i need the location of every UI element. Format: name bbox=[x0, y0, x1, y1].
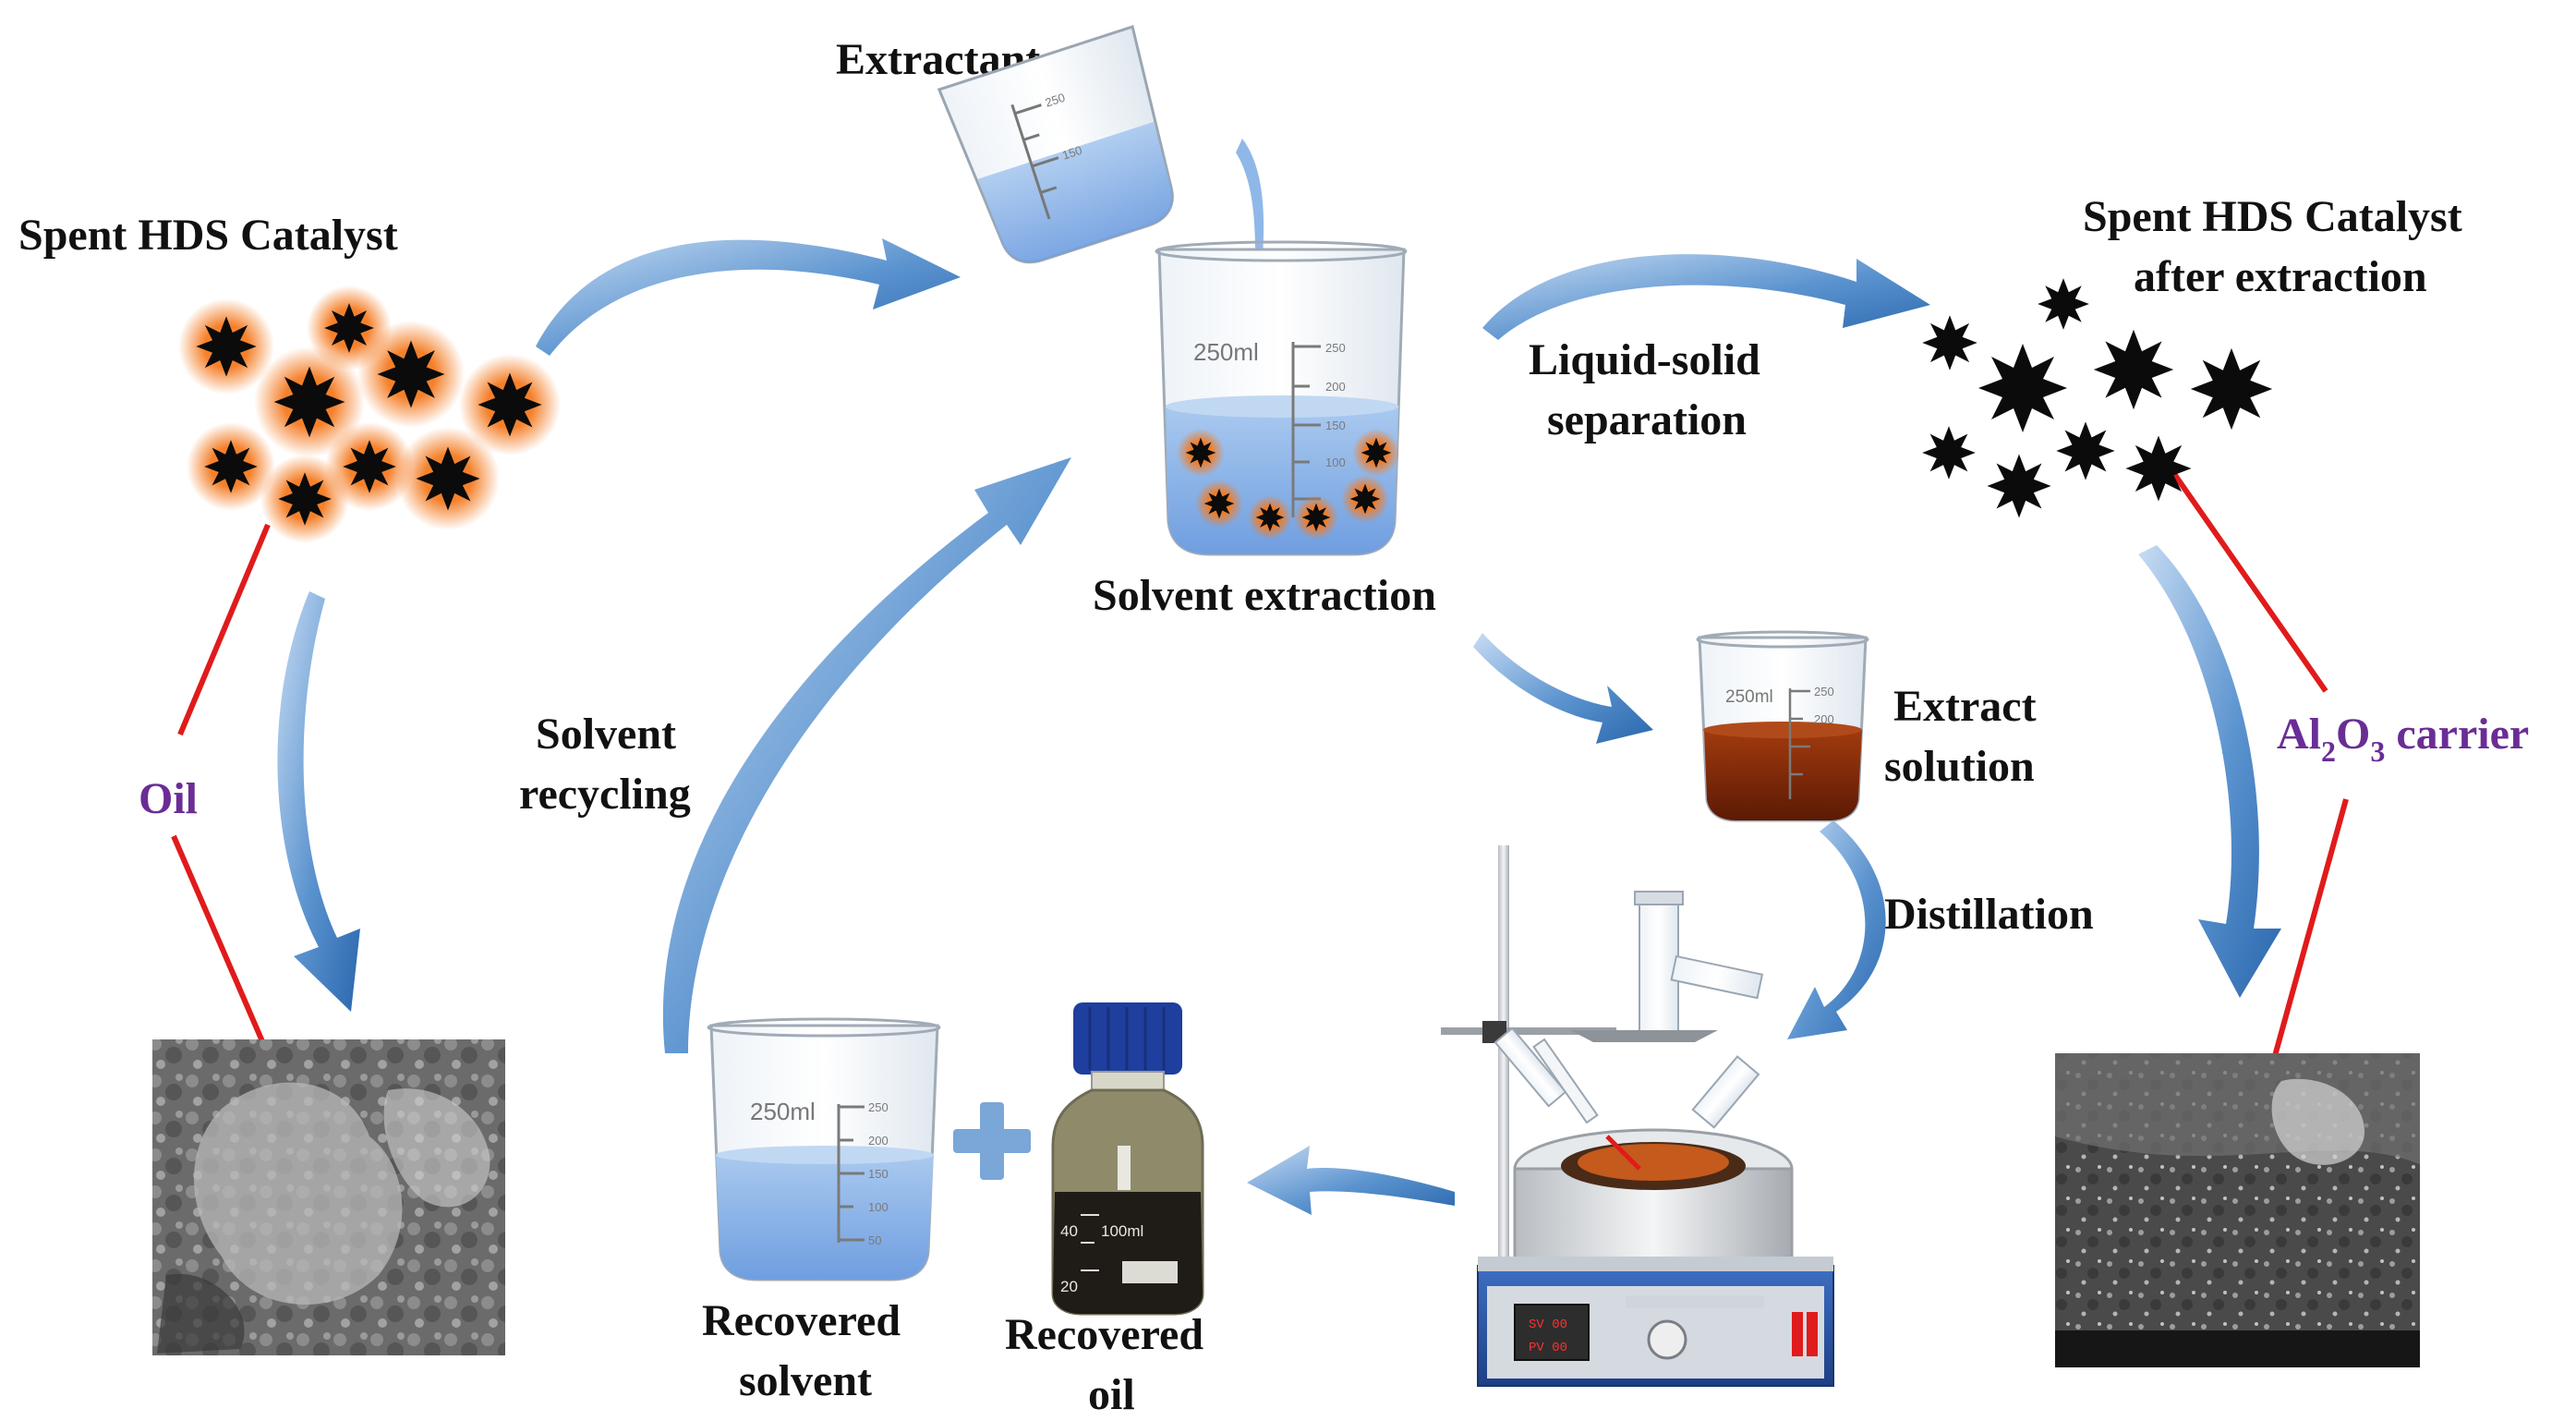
arrow-solvent-recycling bbox=[662, 457, 1071, 1053]
recovered-beaker-capacity: 250ml bbox=[750, 1098, 816, 1125]
arrow-liquid-solid-separation bbox=[1482, 254, 1930, 340]
sem-image-oil bbox=[152, 1039, 505, 1355]
arrow-catalyst-to-extraction bbox=[536, 238, 961, 356]
label-recovered-oil-1: Recovered bbox=[1005, 1310, 1203, 1359]
recovered-solvent-beaker: 250ml 250 200 150 100 50 bbox=[707, 1017, 941, 1281]
extractant-beaker-tick-mid: 150 bbox=[1060, 143, 1083, 163]
extractant-beaker-tick-top: 250 bbox=[1044, 91, 1067, 110]
bottle-capacity: 100ml bbox=[1101, 1222, 1143, 1240]
label-spent-catalyst: Spent HDS Catalyst bbox=[18, 211, 398, 260]
extraction-beaker-tick-200: 200 bbox=[1325, 380, 1346, 394]
bottle-tick-20: 20 bbox=[1060, 1278, 1078, 1295]
recovered-beaker-tick-50: 50 bbox=[868, 1233, 881, 1247]
extraction-beaker-tick-150: 150 bbox=[1325, 419, 1346, 432]
label-recovered-solvent-2: solvent bbox=[739, 1356, 872, 1405]
recovered-oil-bottle: 40 100ml 20 bbox=[1051, 1002, 1204, 1316]
arrow-extraction-to-extract bbox=[1473, 633, 1653, 744]
label-solvent-recycling-2: recycling bbox=[519, 770, 691, 819]
extraction-beaker-tick-100: 100 bbox=[1325, 455, 1346, 469]
arrow-to-recovered bbox=[1247, 1146, 1455, 1215]
label-oil: Oil bbox=[139, 774, 198, 823]
extraction-beaker-capacity: 250ml bbox=[1193, 338, 1259, 366]
label-al2o3-carrier: Al2O3 carrier bbox=[2277, 710, 2529, 768]
extract-solution-beaker: 250ml 250 200 bbox=[1696, 630, 1869, 822]
arrow-catalyst-to-sem-left bbox=[277, 591, 360, 1012]
extract-beaker-capacity: 250ml bbox=[1725, 687, 1773, 707]
recovered-beaker-tick-200: 200 bbox=[868, 1134, 889, 1148]
heater-display-pv: PV 00 bbox=[1529, 1341, 1567, 1355]
label-recovered-oil-2: oil bbox=[1088, 1370, 1135, 1419]
label-distillation: Distillation bbox=[1884, 890, 2094, 939]
label-solvent-extraction: Solvent extraction bbox=[1093, 571, 1436, 620]
label-extract-solution-2: solution bbox=[1884, 742, 2035, 791]
extract-beaker-tick-200: 200 bbox=[1814, 712, 1834, 726]
arrows bbox=[277, 238, 2281, 1215]
heater-display-sv: SV 00 bbox=[1529, 1318, 1567, 1332]
bottle-tick-40: 40 bbox=[1060, 1222, 1078, 1240]
sem-image-al2o3 bbox=[2055, 1053, 2420, 1367]
solvent-extraction-beaker: 250ml 250 200 150 100 bbox=[1155, 240, 1408, 556]
recovered-beaker-tick-100: 100 bbox=[868, 1200, 889, 1214]
label-liquid-solid-2: separation bbox=[1547, 395, 1747, 444]
distillation-apparatus: SV 00 PV 00 bbox=[1441, 845, 1834, 1387]
arrow-spent-to-sem-right bbox=[2138, 545, 2281, 998]
separated-catalyst-particles bbox=[1922, 278, 2273, 518]
label-solvent-recycling-1: Solvent bbox=[536, 710, 676, 759]
label-spent-after-1: Spent HDS Catalyst bbox=[2083, 192, 2462, 241]
plus-icon bbox=[953, 1102, 1031, 1180]
connector-oil-upper bbox=[177, 523, 271, 736]
extraction-beaker-tick-250: 250 bbox=[1325, 341, 1346, 355]
label-liquid-solid-1: Liquid-solid bbox=[1529, 335, 1760, 384]
label-extract-solution-1: Extract bbox=[1893, 682, 2037, 731]
spent-catalyst-particles bbox=[178, 285, 561, 543]
label-spent-after-2: after extraction bbox=[2134, 252, 2427, 301]
extractant-beaker: 250 150 bbox=[937, 25, 1174, 264]
label-recovered-solvent-1: Recovered bbox=[702, 1296, 901, 1345]
recovered-beaker-tick-150: 150 bbox=[868, 1167, 889, 1181]
recovered-beaker-tick-250: 250 bbox=[868, 1100, 889, 1114]
arrow-distillation bbox=[1787, 820, 1886, 1039]
connector-al2o3-upper bbox=[2163, 460, 2328, 693]
extract-beaker-tick-250: 250 bbox=[1814, 685, 1834, 698]
